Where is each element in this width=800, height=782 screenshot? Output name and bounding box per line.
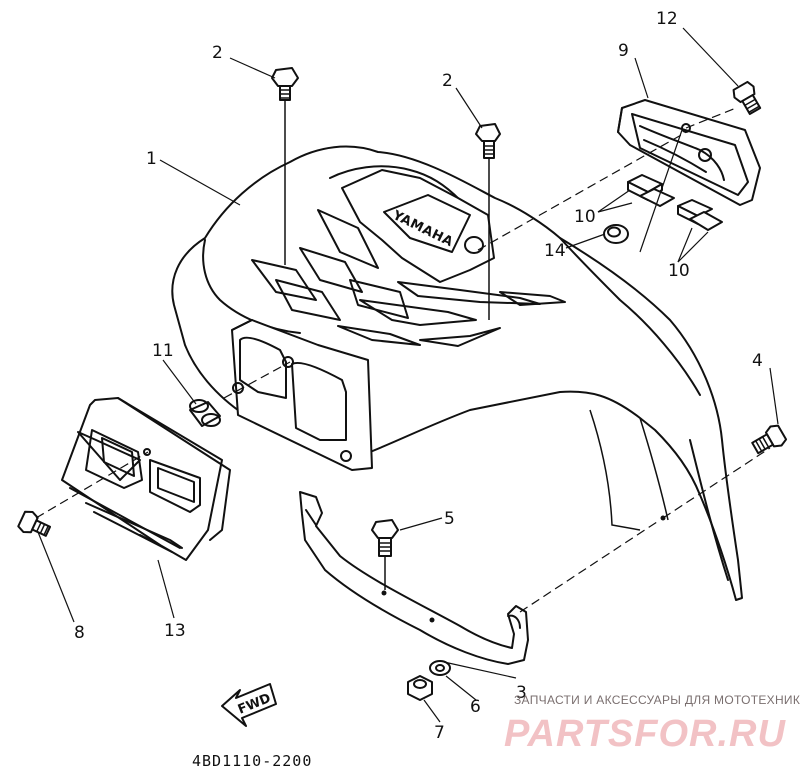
assembly-line-stay [519,519,661,613]
callout-13: 13 [164,621,186,641]
assembly-line-collar [223,361,291,399]
diagram-code: 4BD1110-2200 [192,752,312,770]
callout-2-right: 2 [442,71,453,91]
damper-pads-10-left [627,174,675,207]
nut-7 [407,675,433,701]
light-housing-9 [617,99,761,206]
callout-9: 9 [618,41,629,61]
callout-10-right: 10 [668,261,690,281]
watermark-caption: ЗАПЧАСТИ И АКСЕССУАРЫ ДЛЯ МОТОТЕХНИКИ [514,693,800,707]
bolt-5 [371,519,399,557]
callout-12: 12 [656,9,678,29]
collar-11 [189,399,221,427]
front-fender: YAMAHA [171,145,743,601]
fender-headlight-housing [231,319,373,471]
fender-deck-ribs [251,209,566,347]
watermark: ЗАПЧАСТИ И АКСЕССУАРЫ ДЛЯ МОТОТЕХНИКИ PA… [504,693,800,755]
callout-2-left: 2 [212,43,223,63]
callout-8: 8 [74,623,85,643]
nut-14 [603,224,629,244]
callout-6: 6 [470,697,481,717]
bolt-8 [17,510,52,537]
leader-lines [37,27,779,723]
fwd-arrow-icon: FWD [221,683,277,727]
bolt-2-right [475,123,501,159]
bolt-2-left [271,67,299,101]
bolt-4 [751,424,788,455]
assembly-line-bolt12 [685,107,737,129]
assembly-line-housing [477,129,691,251]
callout-14: 14 [544,241,566,261]
callout-10-left: 10 [574,207,596,227]
assembly-line-nut14 [639,129,683,253]
callout-7: 7 [434,723,445,743]
washer-6 [429,660,451,676]
assembly-line-bolt8 [35,451,149,519]
callout-11: 11 [152,341,174,361]
callout-3: 3 [516,683,527,703]
watermark-brand: PARTSFOR.RU [504,713,786,755]
damper-pads-10-right [677,199,723,231]
callout-5: 5 [444,509,455,529]
headlight-bezel-13 [61,397,231,561]
callout-1: 1 [146,149,157,169]
fender-stay-3 [299,491,529,665]
callout-4: 4 [752,351,763,371]
callout-labels: 1 2 2 3 4 5 6 7 8 9 10 10 11 12 13 14 [74,9,763,743]
bolt-12 [732,80,762,116]
assembly-line-bolt4 [662,447,771,519]
